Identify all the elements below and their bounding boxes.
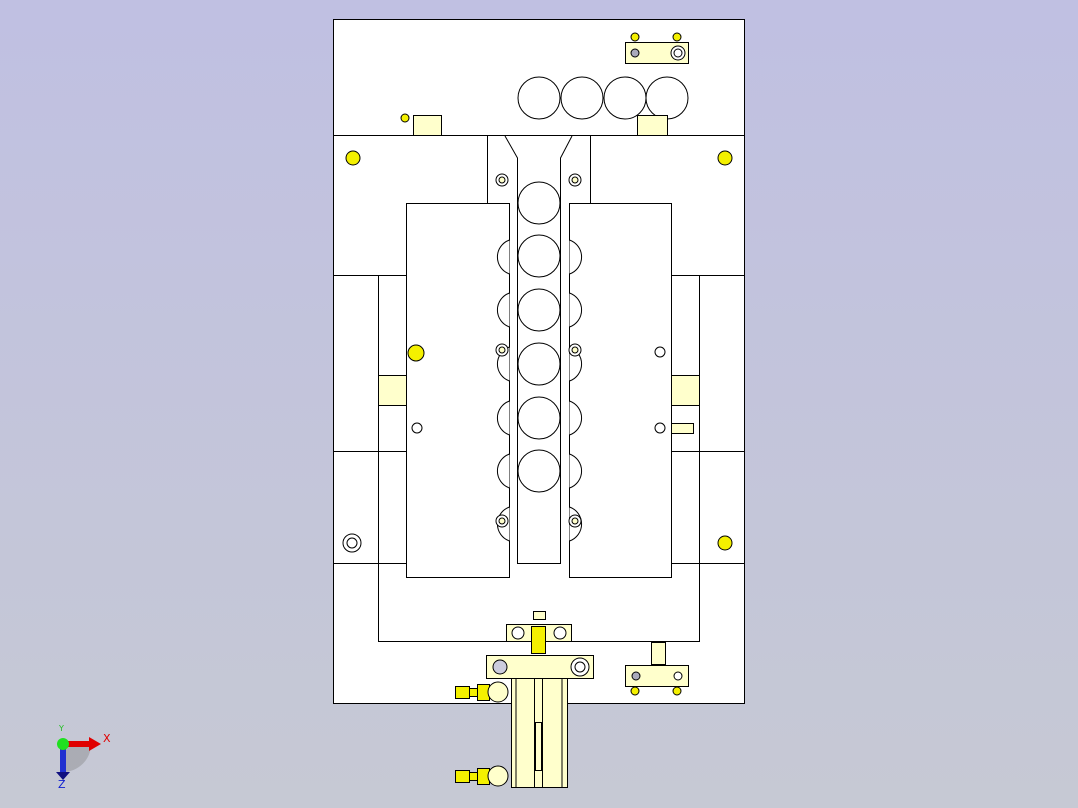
scallop-pocket [496, 453, 510, 489]
dowel-pin-icon [717, 150, 733, 166]
screw-socket [498, 176, 506, 184]
pneumatic-cylinder[interactable] [455, 611, 594, 788]
z-axis-arrow [60, 744, 66, 774]
workpiece-round [560, 76, 604, 120]
workpiece-round [517, 449, 561, 493]
bolt-socket [346, 537, 358, 549]
screw-head [411, 422, 423, 434]
workpiece-round [517, 76, 561, 120]
right-clamp-plate [569, 203, 672, 578]
scallop-pocket [569, 400, 583, 436]
screw-socket [571, 346, 579, 354]
side-blocks [378, 115, 700, 434]
workpiece-round [517, 396, 561, 440]
x-axis-label: X [103, 732, 111, 745]
screw-socket [498, 517, 506, 525]
scallop-pocket [496, 292, 510, 328]
scallop-pocket [569, 453, 583, 489]
view-triad: X Y Z [45, 724, 120, 791]
dowel-pin-icon [717, 535, 733, 551]
workpieces [517, 76, 689, 493]
screw-socket [571, 176, 579, 184]
dowel-pin-icon [400, 113, 410, 123]
fasteners [342, 113, 733, 553]
top-right-bracket[interactable] [625, 32, 689, 64]
bottom-right-bracket[interactable] [625, 642, 689, 696]
left-clamp-plate [406, 203, 510, 578]
z-axis-label: Z [58, 778, 66, 791]
workpiece-round [517, 234, 561, 278]
air-fitting-bottom[interactable] [455, 765, 509, 787]
scallop-pocket [569, 292, 583, 328]
scallop-pocket [569, 239, 583, 275]
x-axis-arrow [63, 741, 89, 747]
workpiece-round [603, 76, 647, 120]
workpiece-round [517, 288, 561, 332]
v-guide-rails [504, 135, 573, 564]
clamp-plates [406, 203, 672, 578]
screw-socket [498, 346, 506, 354]
workpiece-round [517, 181, 561, 225]
y-axis-origin [57, 738, 69, 750]
workpiece-round [517, 342, 561, 386]
air-fitting-top[interactable] [455, 681, 509, 703]
scallop-pocket [496, 239, 510, 275]
bolt-head [407, 344, 425, 362]
screw-head [654, 422, 666, 434]
y-axis-label: Y [59, 724, 64, 733]
bolt-head [342, 533, 362, 553]
screw-socket [571, 517, 579, 525]
workpiece-round [645, 76, 689, 120]
scallop-pocket [496, 400, 510, 436]
screw-head [654, 346, 666, 358]
dowel-pin-icon [345, 150, 361, 166]
